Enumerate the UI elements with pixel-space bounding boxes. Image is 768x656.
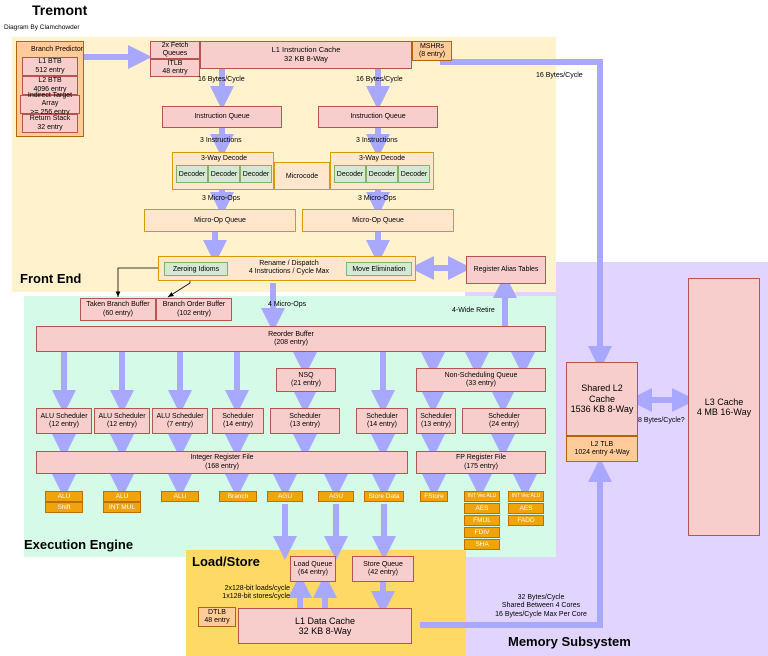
store-data-unit: Store Data: [364, 491, 404, 502]
load-queue: Load Queue (64 entry): [290, 556, 336, 582]
agu-unit-2: AGU: [318, 491, 354, 502]
scheduler-branch: Scheduler (14 entry): [212, 408, 264, 434]
rename-dispatch-label: Rename / Dispatch 4 Instructions / Cycle…: [248, 260, 330, 276]
l1-instruction-cache: L1 Instruction Cache 32 KB 8-Way: [200, 41, 412, 69]
indirect-target-array: Indirect Target Array >= 256 entry: [20, 92, 80, 116]
alu-unit-2: ALU: [103, 491, 141, 502]
decode-left-title: 3-Way Decode: [201, 155, 248, 162]
fdiv-unit: FDIV: [464, 527, 500, 538]
aes-unit-1: AES: [464, 503, 500, 514]
l1-btb: L1 BTB 512 entry: [22, 57, 78, 76]
decoder-1: Decoder: [176, 165, 208, 183]
integer-register-file: Integer Register File (168 entry): [36, 451, 408, 474]
fetch-bandwidth-right: 16 Bytes/Cycle: [356, 76, 403, 83]
instruction-queue-left: Instruction Queue: [162, 106, 282, 128]
non-scheduling-queue: Non-Scheduling Queue (33 entry): [416, 368, 546, 392]
fetch-bandwidth-left: 16 Bytes/Cycle: [198, 76, 245, 83]
decoder-4: Decoder: [334, 165, 366, 183]
front-end-label: Front End: [20, 271, 82, 286]
instructions-right-label: 3 Instructions: [356, 137, 398, 144]
load-store-bandwidth-label: 2x128-bit loads/cycle 1x128-bit stores/c…: [222, 585, 290, 601]
branch-unit: Branch: [219, 491, 257, 502]
microcode-label: Microcode: [285, 172, 319, 180]
decoder-5: Decoder: [366, 165, 398, 183]
instruction-queue-right: Instruction Queue: [318, 106, 438, 128]
mshrs: MSHRs (8 entry): [412, 41, 452, 61]
l2-bandwidth-label: 32 Bytes/Cycle Shared Between 4 Cores 16…: [495, 594, 587, 618]
dtlb: DTLB 48 entry: [198, 607, 236, 627]
fmul-unit: FMUL: [464, 515, 500, 526]
decode-right-title: 3-Way Decode: [359, 155, 406, 162]
aes-unit-2: AES: [508, 503, 544, 514]
page-title: Tremont: [32, 2, 88, 18]
sha-unit: SHA: [464, 539, 500, 550]
fetch-queues: 2x Fetch Queues: [150, 41, 200, 59]
l2-fetch-bandwidth: 16 Bytes/Cycle: [536, 72, 583, 79]
alu-unit-1: ALU: [45, 491, 83, 502]
taken-branch-buffer: Taken Branch Buffer (60 entry): [80, 298, 156, 321]
uop-queue-left-label: Micro-Op Queue: [194, 217, 246, 224]
register-alias-tables: Register Alias Tables: [466, 256, 546, 284]
branch-predictor-title: Branch Predictor: [31, 46, 84, 53]
scheduler-agu: Scheduler (13 entry): [270, 408, 340, 434]
alu-scheduler-2: ALU Scheduler (12 entry): [94, 408, 150, 434]
memory-subsystem-label: Memory Subsystem: [508, 634, 631, 649]
uop-queue-left: Micro-Op Queue: [144, 209, 296, 232]
fp-register-file: FP Register File (175 entry): [416, 451, 546, 474]
l2-tlb: L2 TLB 1024 entry 4-Way: [566, 436, 638, 462]
decoder-6: Decoder: [398, 165, 430, 183]
int-vec-alu-2: INT Vec ALU: [508, 491, 544, 502]
move-elimination: Move Elimination: [346, 262, 412, 276]
alu-scheduler-3: ALU Scheduler (7 entry): [152, 408, 208, 434]
uops-right-label: 3 Micro-Ops: [358, 195, 397, 202]
itlb: ITLB 48 entry: [150, 59, 200, 77]
scheduler-store: Scheduler (14 entry): [356, 408, 408, 434]
l3-bandwidth-label: 8 Bytes/Cycle?: [638, 417, 685, 424]
load-store-label: Load/Store: [192, 554, 260, 569]
store-queue: Store Queue (42 entry): [352, 556, 414, 582]
branch-order-buffer: Branch Order Buffer (102 entry): [156, 298, 232, 321]
return-stack: Return Stack 32 entry: [22, 114, 78, 133]
nsq: NSQ (21 entry): [276, 368, 336, 392]
uop-queue-right: Micro-Op Queue: [302, 209, 454, 232]
alu-unit-3: ALU: [161, 491, 199, 502]
int-vec-alu-1: INT Vec ALU: [464, 491, 500, 502]
shared-l2-cache: Shared L2 Cache 1536 KB 8-Way: [566, 362, 638, 436]
shift-unit: Shift: [45, 502, 83, 513]
decoder-3: Decoder: [240, 165, 272, 183]
instructions-left-label: 3 Instructions: [200, 137, 242, 144]
scheduler-fstore: Scheduler (13 entry): [416, 408, 456, 434]
alu-scheduler-1: ALU Scheduler (12 entry): [36, 408, 92, 434]
four-uops-label: 4 Micro-Ops: [268, 301, 307, 308]
uop-queue-right-label: Micro-Op Queue: [352, 217, 404, 224]
microcode: Microcode: [274, 162, 330, 190]
int-mul-unit: INT MUL: [103, 502, 141, 513]
l2-btb: L2 BTB 4096 entry: [22, 76, 78, 95]
l3-cache: L3 Cache 4 MB 16-Way: [688, 278, 760, 536]
l1-data-cache: L1 Data Cache 32 KB 8-Way: [238, 608, 412, 644]
decoder-2: Decoder: [208, 165, 240, 183]
page-subtitle: Diagram By Clamchowder: [4, 24, 80, 31]
zeroing-idioms: Zeroing Idioms: [164, 262, 228, 276]
agu-unit-1: AGU: [267, 491, 303, 502]
fadd-unit: FADD: [508, 515, 544, 526]
retire-label: 4-Wide Retire: [452, 307, 495, 314]
reorder-buffer: Reorder Buffer (208 entry): [36, 326, 546, 352]
fstore-unit: FStore: [420, 491, 448, 502]
execution-engine-label: Execution Engine: [24, 537, 134, 552]
uops-left-label: 3 Micro-Ops: [202, 195, 241, 202]
scheduler-fp: Scheduler (24 entry): [462, 408, 546, 434]
